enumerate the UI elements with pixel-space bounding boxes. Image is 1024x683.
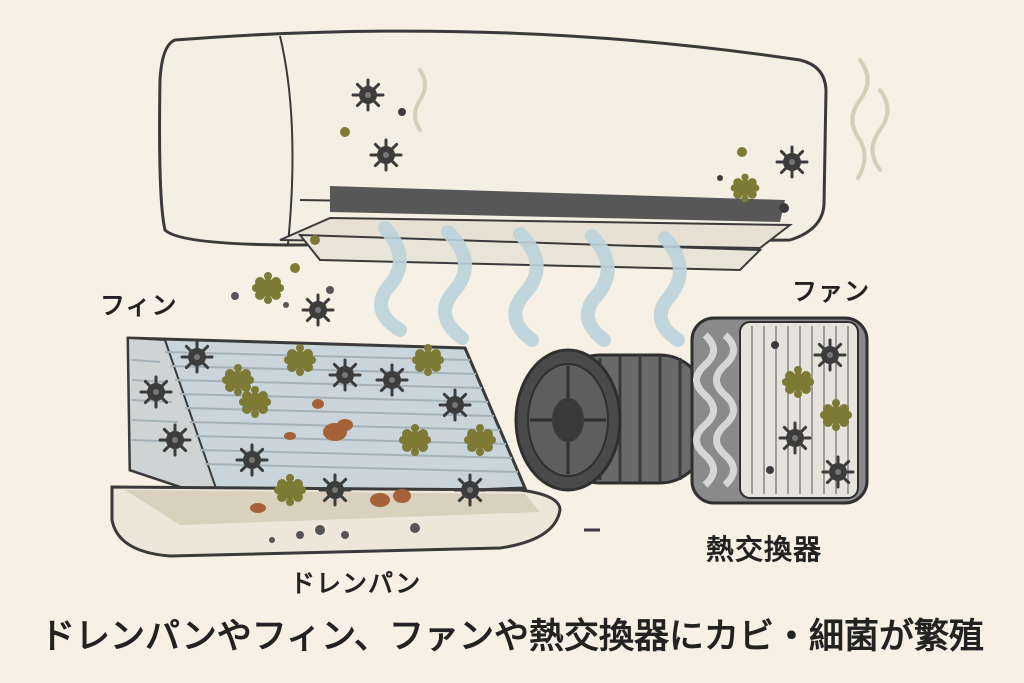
germ-icon — [180, 340, 214, 374]
germ-icon — [301, 293, 335, 327]
germ-icon — [821, 455, 855, 489]
mold-spot-icon — [252, 272, 284, 304]
germ-icon — [778, 421, 812, 455]
heat-exchanger — [690, 316, 869, 505]
germ-icon — [775, 145, 809, 179]
label-drain-pan: ドレンパン — [290, 569, 422, 598]
indoor-unit — [158, 29, 890, 272]
label-fan: ファン — [792, 277, 871, 306]
caption: ドレンパンやフィン、ファンや熱交換器にカビ・細菌が繁殖 — [40, 617, 984, 657]
germ-icon — [328, 358, 362, 392]
germ-icon — [158, 423, 192, 457]
fin-and-drain-pan — [110, 235, 562, 558]
germ-icon — [453, 473, 487, 507]
label-fin: フィン — [100, 291, 178, 320]
germ-icon — [375, 363, 409, 397]
germ-icon — [318, 473, 352, 507]
germ-icon — [351, 78, 385, 112]
fan — [514, 348, 707, 492]
label-heat-exchanger: 熱交換器 — [706, 533, 823, 566]
germ-icon — [813, 338, 847, 372]
airflow-waves — [374, 221, 687, 347]
odor-wave-icon — [413, 58, 890, 180]
germ-icon — [369, 138, 403, 172]
germ-icon — [235, 443, 269, 477]
germ-icon — [139, 375, 173, 409]
germ-icon — [438, 388, 472, 422]
